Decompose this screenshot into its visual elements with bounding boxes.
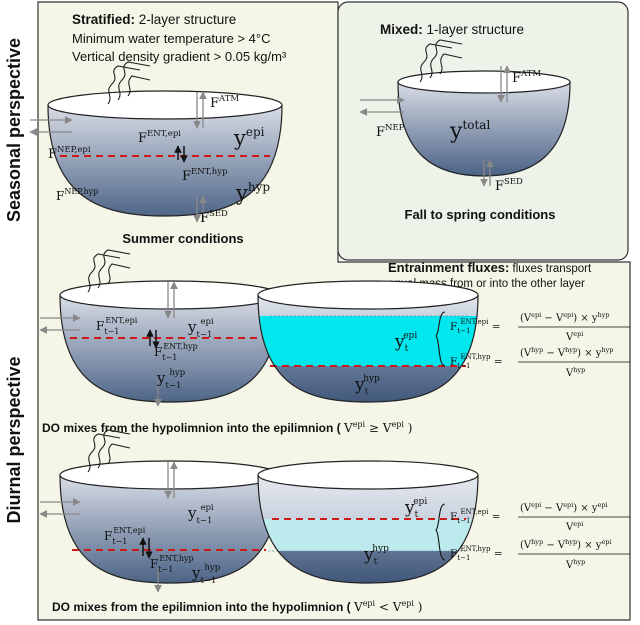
equations-row1: Ft−1ENT,epi = (Vepi − Vepi) × yhyp Vepi … <box>435 311 630 379</box>
lake-row1-right <box>257 280 479 403</box>
stratified-temp-line: Minimum water temperature > 4°C <box>72 31 270 46</box>
entrainment-title: Entrainment fluxes: fluxes transport <box>388 260 592 275</box>
wind-icon <box>419 39 463 83</box>
lake-mixed <box>397 70 571 177</box>
flux-arrows-row2 <box>39 461 178 593</box>
seasonal-side-label: Seasonal perspective <box>4 38 24 222</box>
wind-icon <box>87 249 131 293</box>
entrainment-arrows-row2 <box>139 537 153 559</box>
mixed-title: Mixed: 1-layer structure <box>380 22 524 37</box>
stratified-density-line: Vertical density gradient > 0.05 kg/m³ <box>72 49 287 64</box>
flux-arrows-row1 <box>39 281 178 407</box>
wind-icon <box>107 61 151 105</box>
eq-row1-epi-num: (Vepi − Vepi) × yhyp <box>520 311 610 324</box>
eq-row2-epi-num: (Vepi − Vepi) × yepi <box>520 501 608 514</box>
lake-summer <box>47 90 283 217</box>
eq-row1-hyp-num: (Vhyp − Vhyp) × yhyp <box>520 346 613 359</box>
caption-mixed: Fall to spring conditions <box>405 207 556 222</box>
entrainment-arrows-summer <box>174 145 188 163</box>
entrainment-arrows-row1 <box>146 329 160 349</box>
entrained-layer <box>258 519 478 551</box>
wind-icon <box>87 429 131 473</box>
lake-row2-right <box>257 460 479 584</box>
flux-arrows-mixed <box>359 65 511 187</box>
diurnal-side-label: Diurnal perspective <box>4 356 24 523</box>
eq-row2-hyp-num: (Vhyp − Vhyp) × yepi <box>520 538 612 551</box>
flux-arrows-summer <box>29 91 207 223</box>
stratified-title: Stratified: 2-layer structure <box>72 12 236 27</box>
caption-summer: Summer conditions <box>122 231 243 246</box>
entrained-layer <box>258 316 478 366</box>
